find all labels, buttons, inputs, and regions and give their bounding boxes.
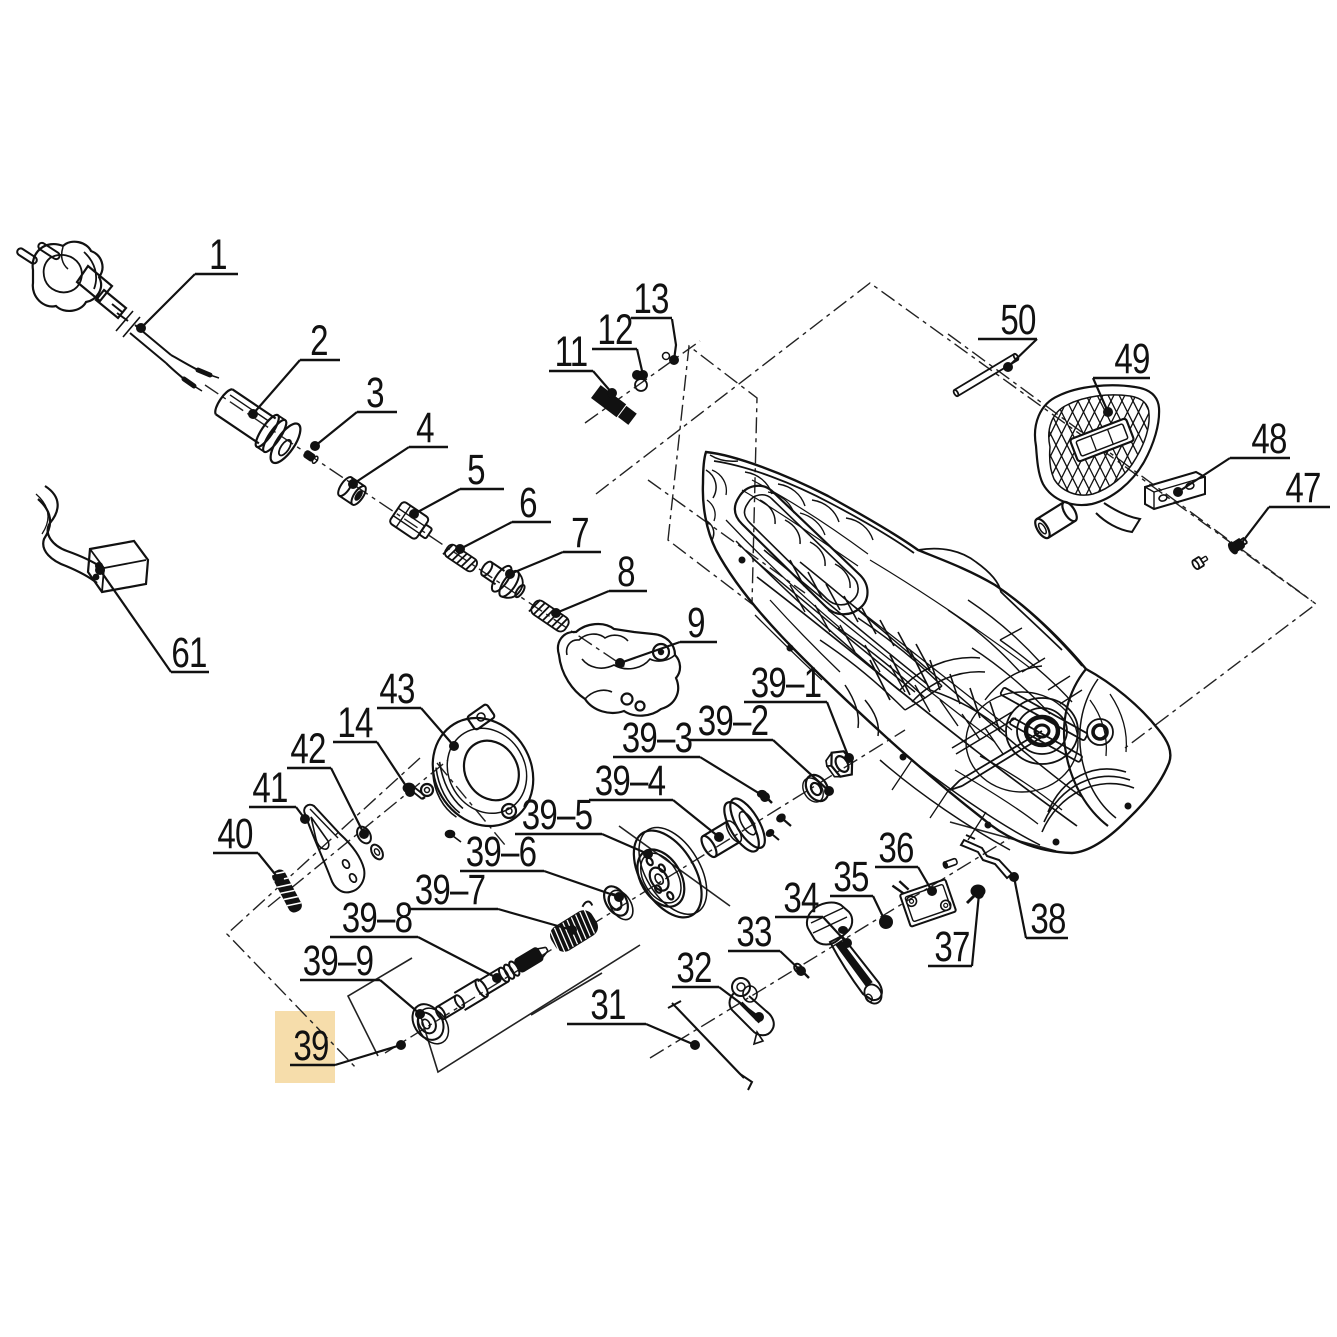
svg-text:35: 35 [833, 853, 868, 901]
svg-text:14: 14 [337, 699, 373, 747]
svg-text:1: 1 [209, 231, 227, 279]
svg-text:7: 7 [571, 509, 589, 557]
svg-text:39–5: 39–5 [522, 791, 593, 839]
svg-text:49: 49 [1114, 335, 1149, 383]
svg-text:37: 37 [934, 923, 969, 971]
svg-text:6: 6 [519, 479, 537, 527]
svg-text:9: 9 [687, 599, 705, 647]
svg-text:40: 40 [217, 810, 252, 858]
svg-text:32: 32 [676, 944, 711, 992]
svg-text:11: 11 [555, 328, 588, 376]
svg-text:13: 13 [633, 275, 668, 323]
svg-text:61: 61 [171, 629, 206, 677]
svg-text:47: 47 [1285, 464, 1320, 512]
svg-text:39: 39 [293, 1022, 328, 1070]
svg-text:39–7: 39–7 [415, 866, 486, 914]
svg-text:50: 50 [1000, 296, 1035, 344]
svg-text:33: 33 [736, 908, 771, 956]
svg-text:43: 43 [379, 665, 414, 713]
svg-text:41: 41 [252, 764, 287, 812]
svg-text:42: 42 [290, 725, 325, 773]
svg-text:4: 4 [416, 404, 434, 452]
svg-text:12: 12 [597, 306, 632, 354]
svg-text:39–2: 39–2 [698, 697, 769, 745]
svg-text:36: 36 [878, 824, 913, 872]
svg-text:38: 38 [1030, 895, 1065, 943]
svg-text:34: 34 [783, 874, 819, 922]
svg-text:3: 3 [366, 369, 384, 417]
svg-text:5: 5 [467, 446, 485, 494]
svg-text:39–8: 39–8 [342, 894, 413, 942]
svg-text:8: 8 [617, 548, 635, 596]
svg-text:48: 48 [1251, 415, 1286, 463]
svg-text:39–1: 39–1 [751, 659, 822, 707]
svg-text:39–4: 39–4 [595, 757, 666, 805]
svg-text:31: 31 [590, 981, 625, 1029]
svg-text:39–9: 39–9 [303, 937, 374, 985]
svg-text:39–6: 39–6 [466, 828, 537, 876]
svg-text:39–3: 39–3 [622, 714, 693, 762]
svg-text:2: 2 [310, 317, 328, 365]
